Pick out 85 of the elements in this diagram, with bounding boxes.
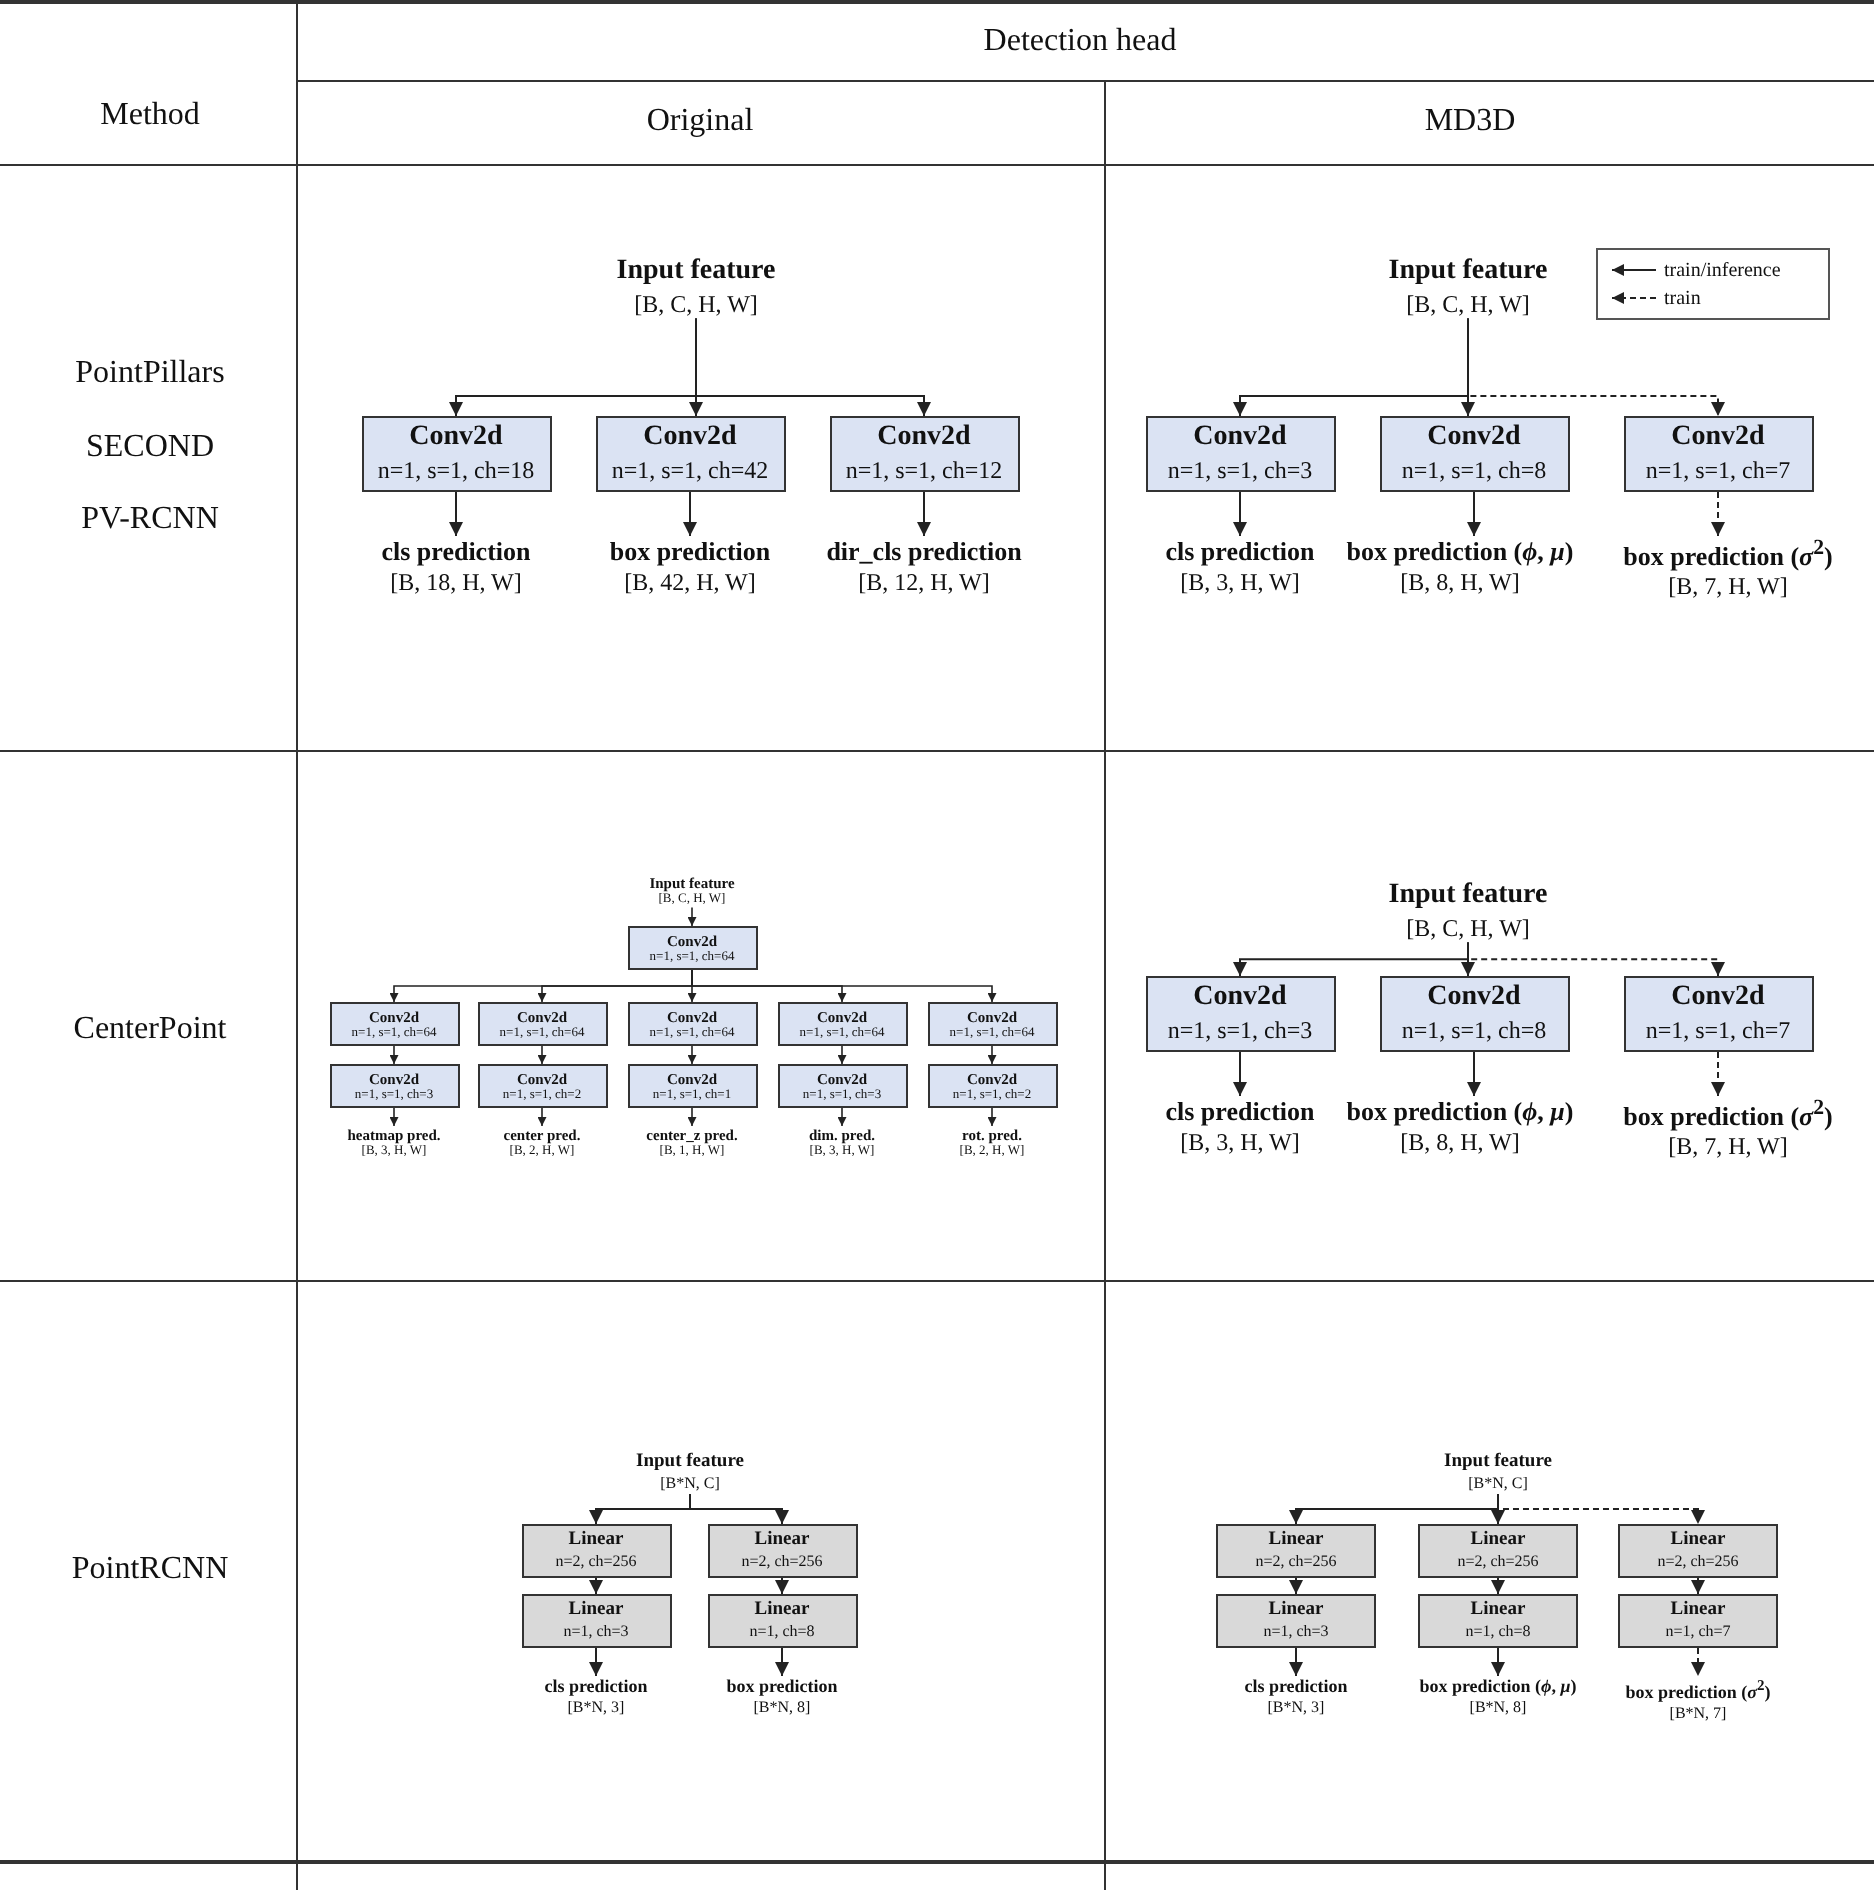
layer-box: Linear n=1, ch=3 (521, 1594, 671, 1648)
method-name: PointPillars (75, 356, 225, 392)
layer-box: Conv2d n=1, s=1, ch=8 (1379, 976, 1569, 1052)
arrow (1467, 941, 1725, 977)
row-header: Method (100, 98, 200, 134)
arrow (1497, 1492, 1705, 1525)
tensor-label: dir_cls prediction [B, 12, H, W] (826, 536, 1022, 596)
arrow (683, 491, 697, 537)
arrow (695, 317, 931, 417)
layer-box: Linear n=2, ch=256 (1618, 1524, 1778, 1578)
tensor-label: box prediction (ϕ, μ) [B, 8, H, W] (1346, 536, 1574, 596)
tensor-label: box prediction (ϕ, μ) [B, 8, H, W] (1346, 1096, 1574, 1156)
tensor-label: Input feature [B*N, C] (636, 1452, 744, 1494)
layer-box: Conv2d n=1, s=1, ch=3 (1145, 976, 1335, 1052)
arrow (1491, 1647, 1505, 1677)
arrow (449, 491, 463, 537)
arrow (1233, 491, 1247, 537)
method-name: PV-RCNN (81, 502, 219, 538)
arrow (837, 1107, 847, 1127)
column-header: MD3D (1424, 104, 1516, 140)
tensor-label: Input feature [B*N, C] (1444, 1452, 1552, 1494)
arrow (1289, 1577, 1303, 1595)
arrow (589, 1577, 603, 1595)
tensor-label: Input feature [B, C, H, W] (1388, 256, 1548, 319)
arrow (687, 1045, 697, 1065)
arrow (1467, 491, 1481, 537)
arrow (691, 969, 997, 1003)
arrow (589, 1647, 603, 1677)
arrow (689, 1492, 789, 1525)
layer-box: Linear n=2, ch=256 (521, 1524, 671, 1578)
layer-box: Conv2d n=1, s=1, ch=42 (595, 416, 785, 492)
layer-box: Linear n=2, ch=256 (1418, 1524, 1578, 1578)
method-name: CenterPoint (73, 1012, 227, 1048)
layer-box: Conv2d n=1, s=1, ch=12 (829, 416, 1019, 492)
column-header: Original (646, 104, 754, 140)
arrow (987, 1107, 997, 1127)
tensor-label: cls prediction [B, 3, H, W] (1165, 1096, 1315, 1156)
layer-box: Linear n=1, ch=3 (1216, 1594, 1376, 1648)
arrow (687, 1107, 697, 1127)
layer-box: Linear n=1, ch=8 (1418, 1594, 1578, 1648)
arrow (1467, 1051, 1481, 1097)
layer-box: Conv2d n=1, s=1, ch=8 (1379, 416, 1569, 492)
tensor-label: cls prediction [B*N, 3] (1244, 1676, 1348, 1717)
tensor-label: box prediction (σ$^{2}$) [B, 7, H, W] (1623, 536, 1833, 601)
legend-text: train (1664, 287, 1701, 309)
arrow (1289, 1647, 1303, 1677)
layer-box: Conv2d n=1, s=1, ch=18 (361, 416, 551, 492)
arrow (537, 1107, 547, 1127)
tensor-label: box prediction (ϕ, μ) [B*N, 8] (1419, 1676, 1577, 1717)
layer-box: Linear n=1, ch=7 (1618, 1594, 1778, 1648)
arrow (1491, 1577, 1505, 1595)
tensor-label: box prediction (σ$^{2}$) [B*N, 7] (1625, 1676, 1771, 1723)
legend-text: train/inference (1664, 259, 1781, 281)
arrow (837, 1045, 847, 1065)
layer-box: Conv2d n=1, s=1, ch=7 (1623, 416, 1813, 492)
arrow (1711, 1051, 1725, 1097)
tensor-label: box prediction [B, 42, H, W] (609, 536, 771, 596)
method-name: PointRCNN (71, 1552, 229, 1588)
arrow (775, 1577, 789, 1595)
arrow (1691, 1647, 1705, 1677)
tensor-label: box prediction (σ$^{2}$) [B, 7, H, W] (1623, 1096, 1833, 1161)
arrow (775, 1647, 789, 1677)
method-name: SECOND (86, 430, 214, 466)
arrow (537, 1045, 547, 1065)
arrow (1233, 1051, 1247, 1097)
tensor-label: Input feature [B, C, H, W] (1388, 880, 1548, 943)
arrow (987, 1045, 997, 1065)
arrow (917, 491, 931, 537)
layer-box: Linear n=2, ch=256 (707, 1524, 857, 1578)
layer-box: Linear n=1, ch=8 (707, 1594, 857, 1648)
tensor-label: Input feature [B, C, H, W] (616, 256, 776, 319)
arrow (389, 1045, 399, 1065)
tensor-label: cls prediction [B, 18, H, W] (381, 536, 531, 596)
arrow (1711, 491, 1725, 537)
arrow (687, 906, 697, 927)
layer-box: Conv2d n=1, s=1, ch=7 (1623, 976, 1813, 1052)
arrow (1467, 317, 1725, 417)
arrow (1691, 1577, 1705, 1595)
tensor-label: box prediction [B*N, 8] (726, 1676, 838, 1717)
layer-box: Linear n=2, ch=256 (1216, 1524, 1376, 1578)
tensor-label: cls prediction [B*N, 3] (544, 1676, 648, 1717)
layer-box: Conv2d n=1, s=1, ch=3 (1145, 416, 1335, 492)
arrow (389, 1107, 399, 1127)
column-header: Detection head (983, 24, 1177, 60)
tensor-label: cls prediction [B, 3, H, W] (1165, 536, 1315, 596)
